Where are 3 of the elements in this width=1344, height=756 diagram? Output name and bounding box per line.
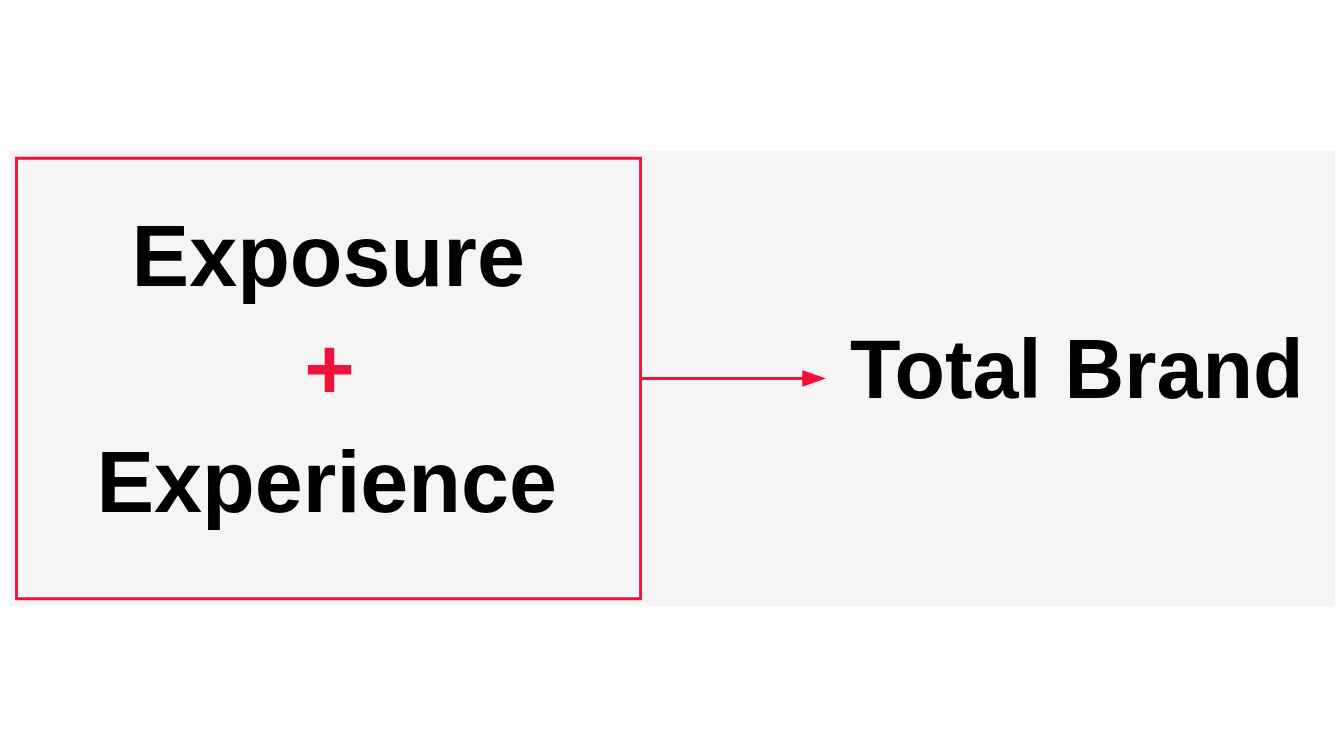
arrow — [641, 369, 827, 387]
node-text: Total Brand — [850, 322, 1304, 416]
node-box: Exposure + Experience — [15, 156, 642, 600]
